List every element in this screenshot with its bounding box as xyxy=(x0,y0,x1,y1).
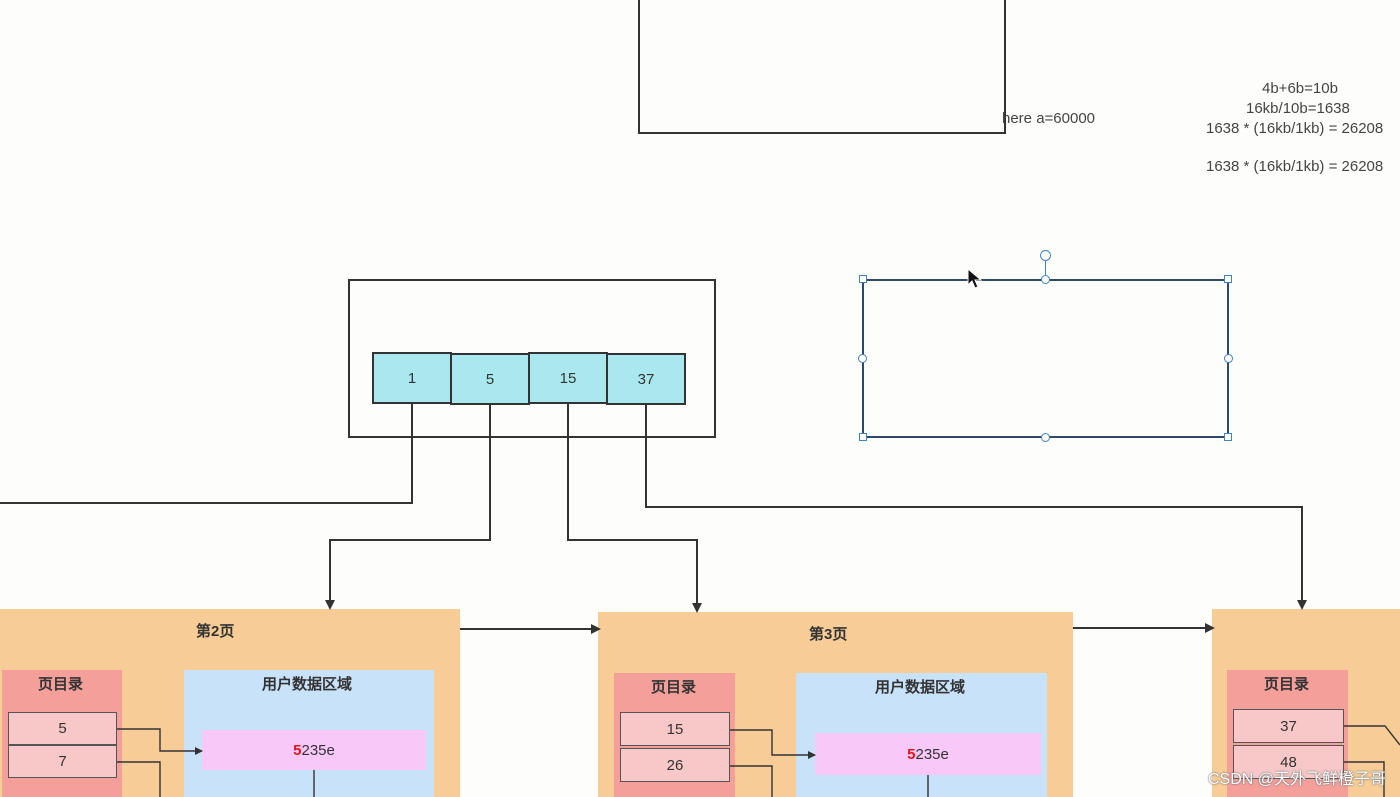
connector-key15-page3 xyxy=(567,404,702,613)
rotate-handle-stem xyxy=(1045,261,1046,279)
page-title: 第3页 xyxy=(809,626,848,643)
directory-slot[interactable]: 26 xyxy=(620,748,730,782)
connector-dir-record xyxy=(730,765,773,797)
root-key-label: 15 xyxy=(559,369,577,387)
connector-key5-page2 xyxy=(325,405,491,610)
directory-slot-label: 48 xyxy=(1280,753,1297,771)
record-lead-digit: 5 xyxy=(907,745,916,763)
record-rest: 235e xyxy=(301,741,335,759)
connector-dir-record xyxy=(117,761,161,797)
record-rest: 235e xyxy=(915,745,949,763)
resize-handle-s[interactable] xyxy=(1041,433,1050,442)
record-lead-digit: 5 xyxy=(293,741,302,759)
connector-dir-right xyxy=(1344,725,1400,746)
rotate-handle[interactable] xyxy=(1040,250,1051,261)
watermark-text: CSDN @天外飞鲜橙子哥 xyxy=(1207,771,1386,788)
resize-handle-se[interactable] xyxy=(1224,433,1232,441)
root-node-box[interactable] xyxy=(348,279,716,438)
directory-slot[interactable]: 7 xyxy=(8,745,117,778)
mouse-cursor-icon xyxy=(967,268,983,289)
connector-key37-page4 xyxy=(645,405,1307,610)
resize-handle-e[interactable] xyxy=(1224,354,1233,363)
directory-slot-label: 15 xyxy=(666,720,684,738)
top-box-shape[interactable] xyxy=(638,0,1006,134)
directory-slot-label: 26 xyxy=(666,756,684,774)
directory-slot-label: 5 xyxy=(58,720,67,737)
connector-dir-record xyxy=(117,728,203,755)
connector-dir-record xyxy=(730,729,816,759)
calc-line-4[interactable]: 1638 * (16kb/1kb) = 26208 xyxy=(1206,158,1384,175)
page-title: 第2页 xyxy=(196,623,235,640)
root-key-cell[interactable]: 15 xyxy=(528,352,608,404)
root-key-label: 5 xyxy=(485,370,495,388)
root-key-cell[interactable]: 1 xyxy=(372,352,452,404)
user-data-area-title: 用户数据区域 xyxy=(262,676,353,693)
directory-slot[interactable]: 15 xyxy=(620,712,730,746)
connector-key1-left xyxy=(0,404,413,504)
resize-handle-nw[interactable] xyxy=(859,275,867,283)
root-key-cell[interactable]: 5 xyxy=(450,353,530,405)
calc-line-1[interactable]: 4b+6b=10b xyxy=(1262,80,1338,97)
root-key-label: 37 xyxy=(637,370,655,388)
directory-slot[interactable]: 37 xyxy=(1233,709,1344,743)
resize-handle-n[interactable] xyxy=(1041,275,1050,284)
resize-handle-w[interactable] xyxy=(858,354,867,363)
root-key-label: 1 xyxy=(407,369,417,387)
where-condition-text[interactable]: here a=60000 xyxy=(1002,110,1096,127)
connector-dir-right xyxy=(1344,761,1385,797)
directory-slot[interactable]: 48 xyxy=(1233,745,1344,779)
calc-line-2[interactable]: 16kb/10b=1638 xyxy=(1246,100,1350,117)
user-data-area-title: 用户数据区域 xyxy=(875,679,966,696)
page-directory-title: 页目录 xyxy=(1264,676,1310,693)
page-directory-title: 页目录 xyxy=(651,679,697,696)
directory-slot-label: 37 xyxy=(1280,717,1297,735)
calc-line-3[interactable]: 1638 * (16kb/1kb) = 26208 xyxy=(1206,120,1384,137)
resize-handle-sw[interactable] xyxy=(859,433,867,441)
directory-slot-label: 7 xyxy=(58,753,67,770)
directory-slot[interactable]: 5 xyxy=(8,712,117,745)
root-key-cell[interactable]: 37 xyxy=(606,353,686,405)
resize-handle-ne[interactable] xyxy=(1224,275,1232,283)
page-directory-title: 页目录 xyxy=(38,676,84,693)
